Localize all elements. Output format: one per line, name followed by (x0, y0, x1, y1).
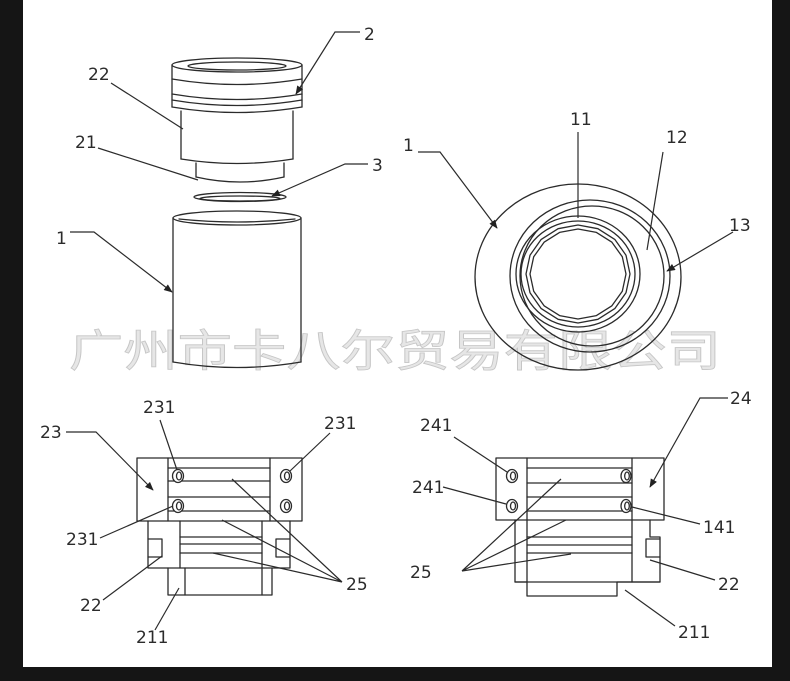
label-2: 2 (364, 25, 375, 45)
leader-25 (212, 478, 343, 583)
label-211: 211 (136, 628, 168, 648)
part-1-cylinder (172, 210, 302, 369)
part-12-circle (509, 199, 671, 353)
label-211-right: 211 (678, 623, 710, 643)
label-241-lower: 241 (412, 478, 444, 498)
section-left-leaders: 231 231 23 231 22 211 25 (40, 398, 368, 648)
leader-21 (97, 147, 199, 181)
part-2-flange-band-top (171, 93, 303, 101)
leader-22 (110, 82, 184, 130)
label-12: 12 (666, 128, 688, 148)
hole-231-inner (175, 471, 183, 481)
part-2-flange-band-mid (171, 99, 303, 107)
hole-241-inner (509, 471, 517, 481)
label-231-right: 231 (324, 414, 356, 434)
leader-12 (646, 151, 664, 251)
hole-141-inner (624, 501, 630, 511)
label-22: 22 (88, 65, 110, 85)
leader-241-upper (453, 436, 508, 473)
part-2-flange-line (171, 78, 303, 86)
label-22-section: 22 (80, 596, 102, 616)
label-25-right: 25 (410, 563, 432, 583)
section-right-leaders: 24 241 241 141 25 22 211 (410, 389, 752, 643)
label-11: 11 (570, 110, 592, 130)
section-view-part-23 (136, 457, 303, 596)
leader-141 (631, 506, 701, 525)
leader-211-right (624, 589, 676, 627)
label-3: 3 (372, 156, 383, 176)
hole-231-inner (175, 501, 183, 511)
leader-241-lower (442, 486, 507, 505)
part-3-ring (193, 191, 287, 203)
leader-231-lower (99, 505, 174, 539)
section-view-part-24 (495, 457, 665, 597)
part-11-inner-circle (520, 220, 636, 328)
label-141: 141 (703, 518, 735, 538)
exploded-view-leaders: 2 22 21 3 1 (56, 25, 383, 293)
part-3-ring-inner (199, 195, 281, 202)
part-2-bore-opening (187, 61, 287, 71)
exploded-view (171, 57, 303, 369)
label-231-lower: 231 (66, 530, 98, 550)
part-22-notch-right (645, 538, 661, 558)
leader-1-end-view (418, 151, 498, 229)
company-watermark: 广州市卡八尔贸易有限公司 (69, 326, 721, 377)
leader-3 (271, 163, 368, 197)
leader-231-right (289, 432, 331, 472)
leader-25-right (461, 478, 572, 572)
leader-22-section (102, 555, 163, 601)
hole-141-inner (624, 471, 630, 481)
thread-outer-polygon (525, 224, 631, 324)
part-1-bottom-edge (172, 361, 302, 369)
part-2-flange-bottom (171, 106, 303, 114)
label-24: 24 (730, 389, 752, 409)
leader-24 (649, 397, 728, 488)
leader-211 (154, 587, 180, 631)
label-231-top: 231 (143, 398, 175, 418)
label-13: 13 (729, 216, 751, 236)
part-13-circle (519, 205, 665, 347)
hole-241-inner (509, 501, 517, 511)
label-1-end-view: 1 (403, 136, 414, 156)
hole-231-inner (283, 501, 291, 511)
hole-231-inner (283, 471, 291, 481)
label-1: 1 (56, 229, 67, 249)
leader-23 (66, 431, 154, 491)
leader-231-top (159, 419, 178, 471)
label-21: 21 (75, 133, 97, 153)
label-23: 23 (40, 423, 62, 443)
part-22-body-bottom (180, 158, 294, 165)
label-241-upper: 241 (420, 416, 452, 436)
leader-2 (295, 31, 360, 95)
leader-1 (70, 231, 173, 293)
label-25: 25 (346, 575, 368, 595)
leader-22-right (649, 559, 716, 581)
end-view-leaders: 1 11 12 13 (403, 110, 751, 272)
label-22-right: 22 (718, 575, 740, 595)
part-1-rim-inner-edge (178, 218, 296, 223)
thread-inner-polygon (529, 228, 627, 320)
part-21-neck-bottom (195, 176, 285, 183)
part-22-notch-left (147, 538, 163, 558)
leader-13 (666, 231, 734, 272)
